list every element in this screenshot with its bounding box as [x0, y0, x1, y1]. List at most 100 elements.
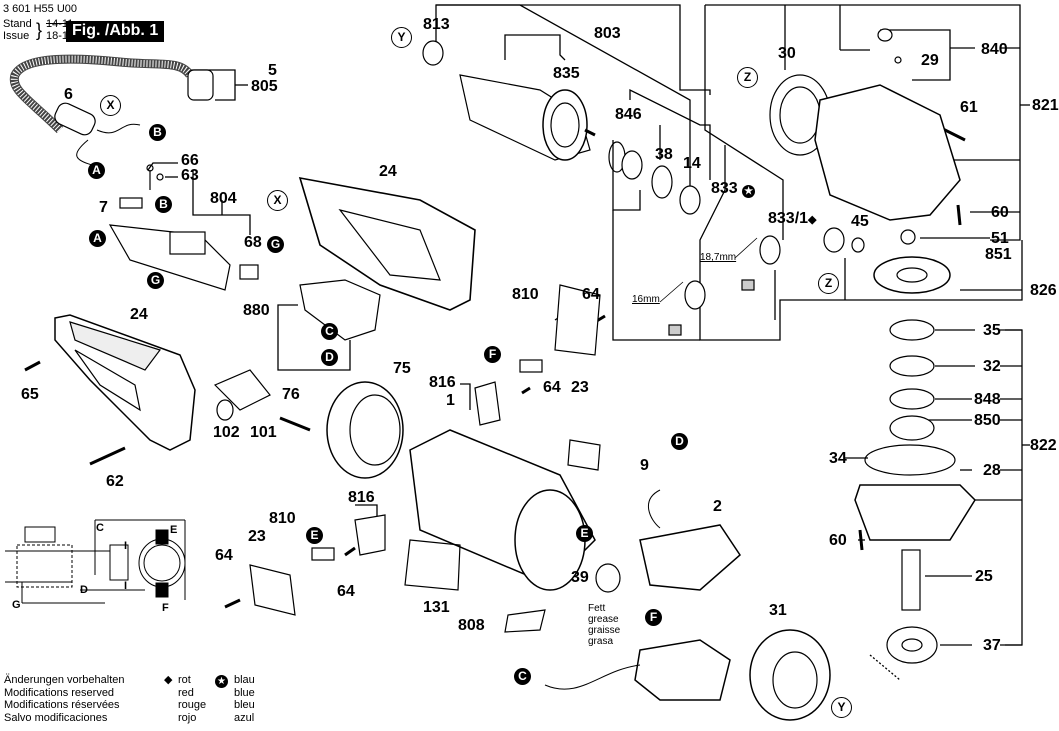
part-label: 75	[393, 360, 411, 377]
connector-callout: D	[671, 433, 688, 450]
star-circle-icon: ★	[215, 675, 228, 688]
part-label: 5	[268, 62, 277, 79]
blue-legend-symbol: ★	[215, 674, 228, 688]
connector-callout: A	[89, 230, 106, 247]
legend-word: blue	[234, 686, 255, 699]
part-label: 23	[571, 379, 589, 396]
part-label: 29	[921, 52, 939, 69]
reference-mark: X	[100, 95, 121, 116]
handle-housing-drawing	[298, 176, 476, 311]
part-label: 851	[985, 246, 1012, 263]
part-label: 848	[974, 391, 1001, 408]
motor-housing-drawing	[326, 381, 621, 633]
spindle-stack-drawing	[854, 319, 976, 664]
red-legend-symbol: ◆	[164, 674, 172, 687]
brush-length-dimension: 16mm	[632, 294, 660, 305]
modifications-notice: Änderungen vorbehalten Modifications res…	[4, 674, 124, 724]
part-label: 60	[829, 532, 847, 549]
notice-line: Salvo modificaciones	[4, 711, 108, 724]
part-label: 101	[250, 424, 277, 441]
part-label: 810	[269, 510, 296, 527]
part-label: 805	[251, 78, 278, 95]
part-label: 821	[1032, 97, 1059, 114]
part-label: 64	[215, 547, 233, 564]
gear-housing-drawing	[769, 28, 961, 294]
part-label: 51	[991, 230, 1009, 247]
part-label: 6	[64, 86, 73, 103]
part-label: 808	[458, 617, 485, 634]
part-label: 835	[553, 65, 580, 82]
connector-callout: B	[155, 196, 172, 213]
part-label: 66	[181, 152, 199, 169]
part-label: 24	[130, 306, 148, 323]
brace: }	[36, 20, 43, 40]
schematic-label: D	[80, 584, 88, 596]
part-label: 61	[960, 99, 978, 116]
grease-note: Fett grease graisse grasa	[588, 603, 620, 647]
part-label: 60	[991, 204, 1009, 221]
grease-note-line: Fett	[588, 603, 606, 614]
part-label: 35	[983, 322, 1001, 339]
notice-line: Modifications réservées	[4, 699, 120, 711]
switch-assembly-drawing	[108, 164, 259, 291]
reference-mark: Y	[831, 697, 852, 718]
carbon-brushes-drawing	[659, 235, 781, 336]
part-label: 833 ★	[711, 181, 756, 198]
part-label: 14	[683, 155, 701, 172]
part-label: 68	[244, 234, 262, 251]
diamond-icon: ◆	[808, 214, 817, 226]
part-label: 833/1◆	[768, 210, 817, 227]
connector-callout: G	[147, 272, 164, 289]
part-label: 37	[983, 637, 1001, 654]
reference-mark: X	[267, 190, 288, 211]
part-label: 131	[423, 599, 450, 616]
part-label: 813	[423, 16, 450, 33]
connector-callout: C	[514, 668, 531, 685]
schematic-label: I	[124, 540, 128, 552]
document-number: 3 601 H55 U00	[3, 3, 77, 15]
connector-callout: F	[645, 609, 662, 626]
red-legend: rot red rouge rojo	[178, 674, 206, 724]
connector-callout: B	[149, 124, 166, 141]
blue-legend: blau blue bleu azul	[234, 674, 255, 724]
connector-callout: G	[267, 236, 284, 253]
part-label: 28	[983, 462, 1001, 479]
connector-callout: A	[88, 162, 105, 179]
part-label: 2	[713, 498, 722, 515]
part-label: 38	[655, 146, 673, 163]
schematic-label: E	[170, 524, 178, 536]
legend-word: red	[178, 686, 194, 699]
part-label: 23	[248, 528, 266, 545]
part-label: 880	[243, 302, 270, 319]
schematic-label: C	[96, 522, 104, 534]
notice-line: Modifications reserved	[4, 686, 115, 699]
part-label: 45	[851, 213, 869, 230]
star-circle-icon: ★	[742, 185, 756, 198]
schematic-label: F	[162, 602, 169, 614]
part-label: 34	[829, 450, 847, 467]
part-label: 822	[1030, 437, 1057, 454]
part-label: 7	[99, 199, 108, 216]
part-label: 64	[337, 583, 355, 600]
grease-note-line: grasa	[588, 636, 614, 647]
legend-word: rouge	[178, 699, 207, 711]
part-label: 826	[1030, 282, 1057, 299]
legend-word: azul	[234, 711, 255, 724]
part-label: 31	[769, 602, 787, 619]
part-label: 76	[282, 386, 300, 403]
part-label: 62	[106, 473, 124, 490]
part-label: 30	[778, 45, 796, 62]
brush-length-dimension: 18,7mm	[700, 252, 737, 263]
wiring-schematic	[5, 519, 186, 604]
part-label: 816	[348, 489, 375, 506]
legend-word: rojo	[178, 711, 197, 724]
stand-label: Stand	[3, 18, 32, 30]
part-label: 803	[594, 25, 621, 42]
part-label: 850	[974, 412, 1001, 429]
reference-mark: Z	[737, 67, 758, 88]
part-label: 804	[210, 190, 237, 207]
issue-label: Issue	[3, 30, 30, 42]
field-coils-drawing	[544, 489, 741, 701]
brush-holders-drawing	[213, 279, 601, 616]
